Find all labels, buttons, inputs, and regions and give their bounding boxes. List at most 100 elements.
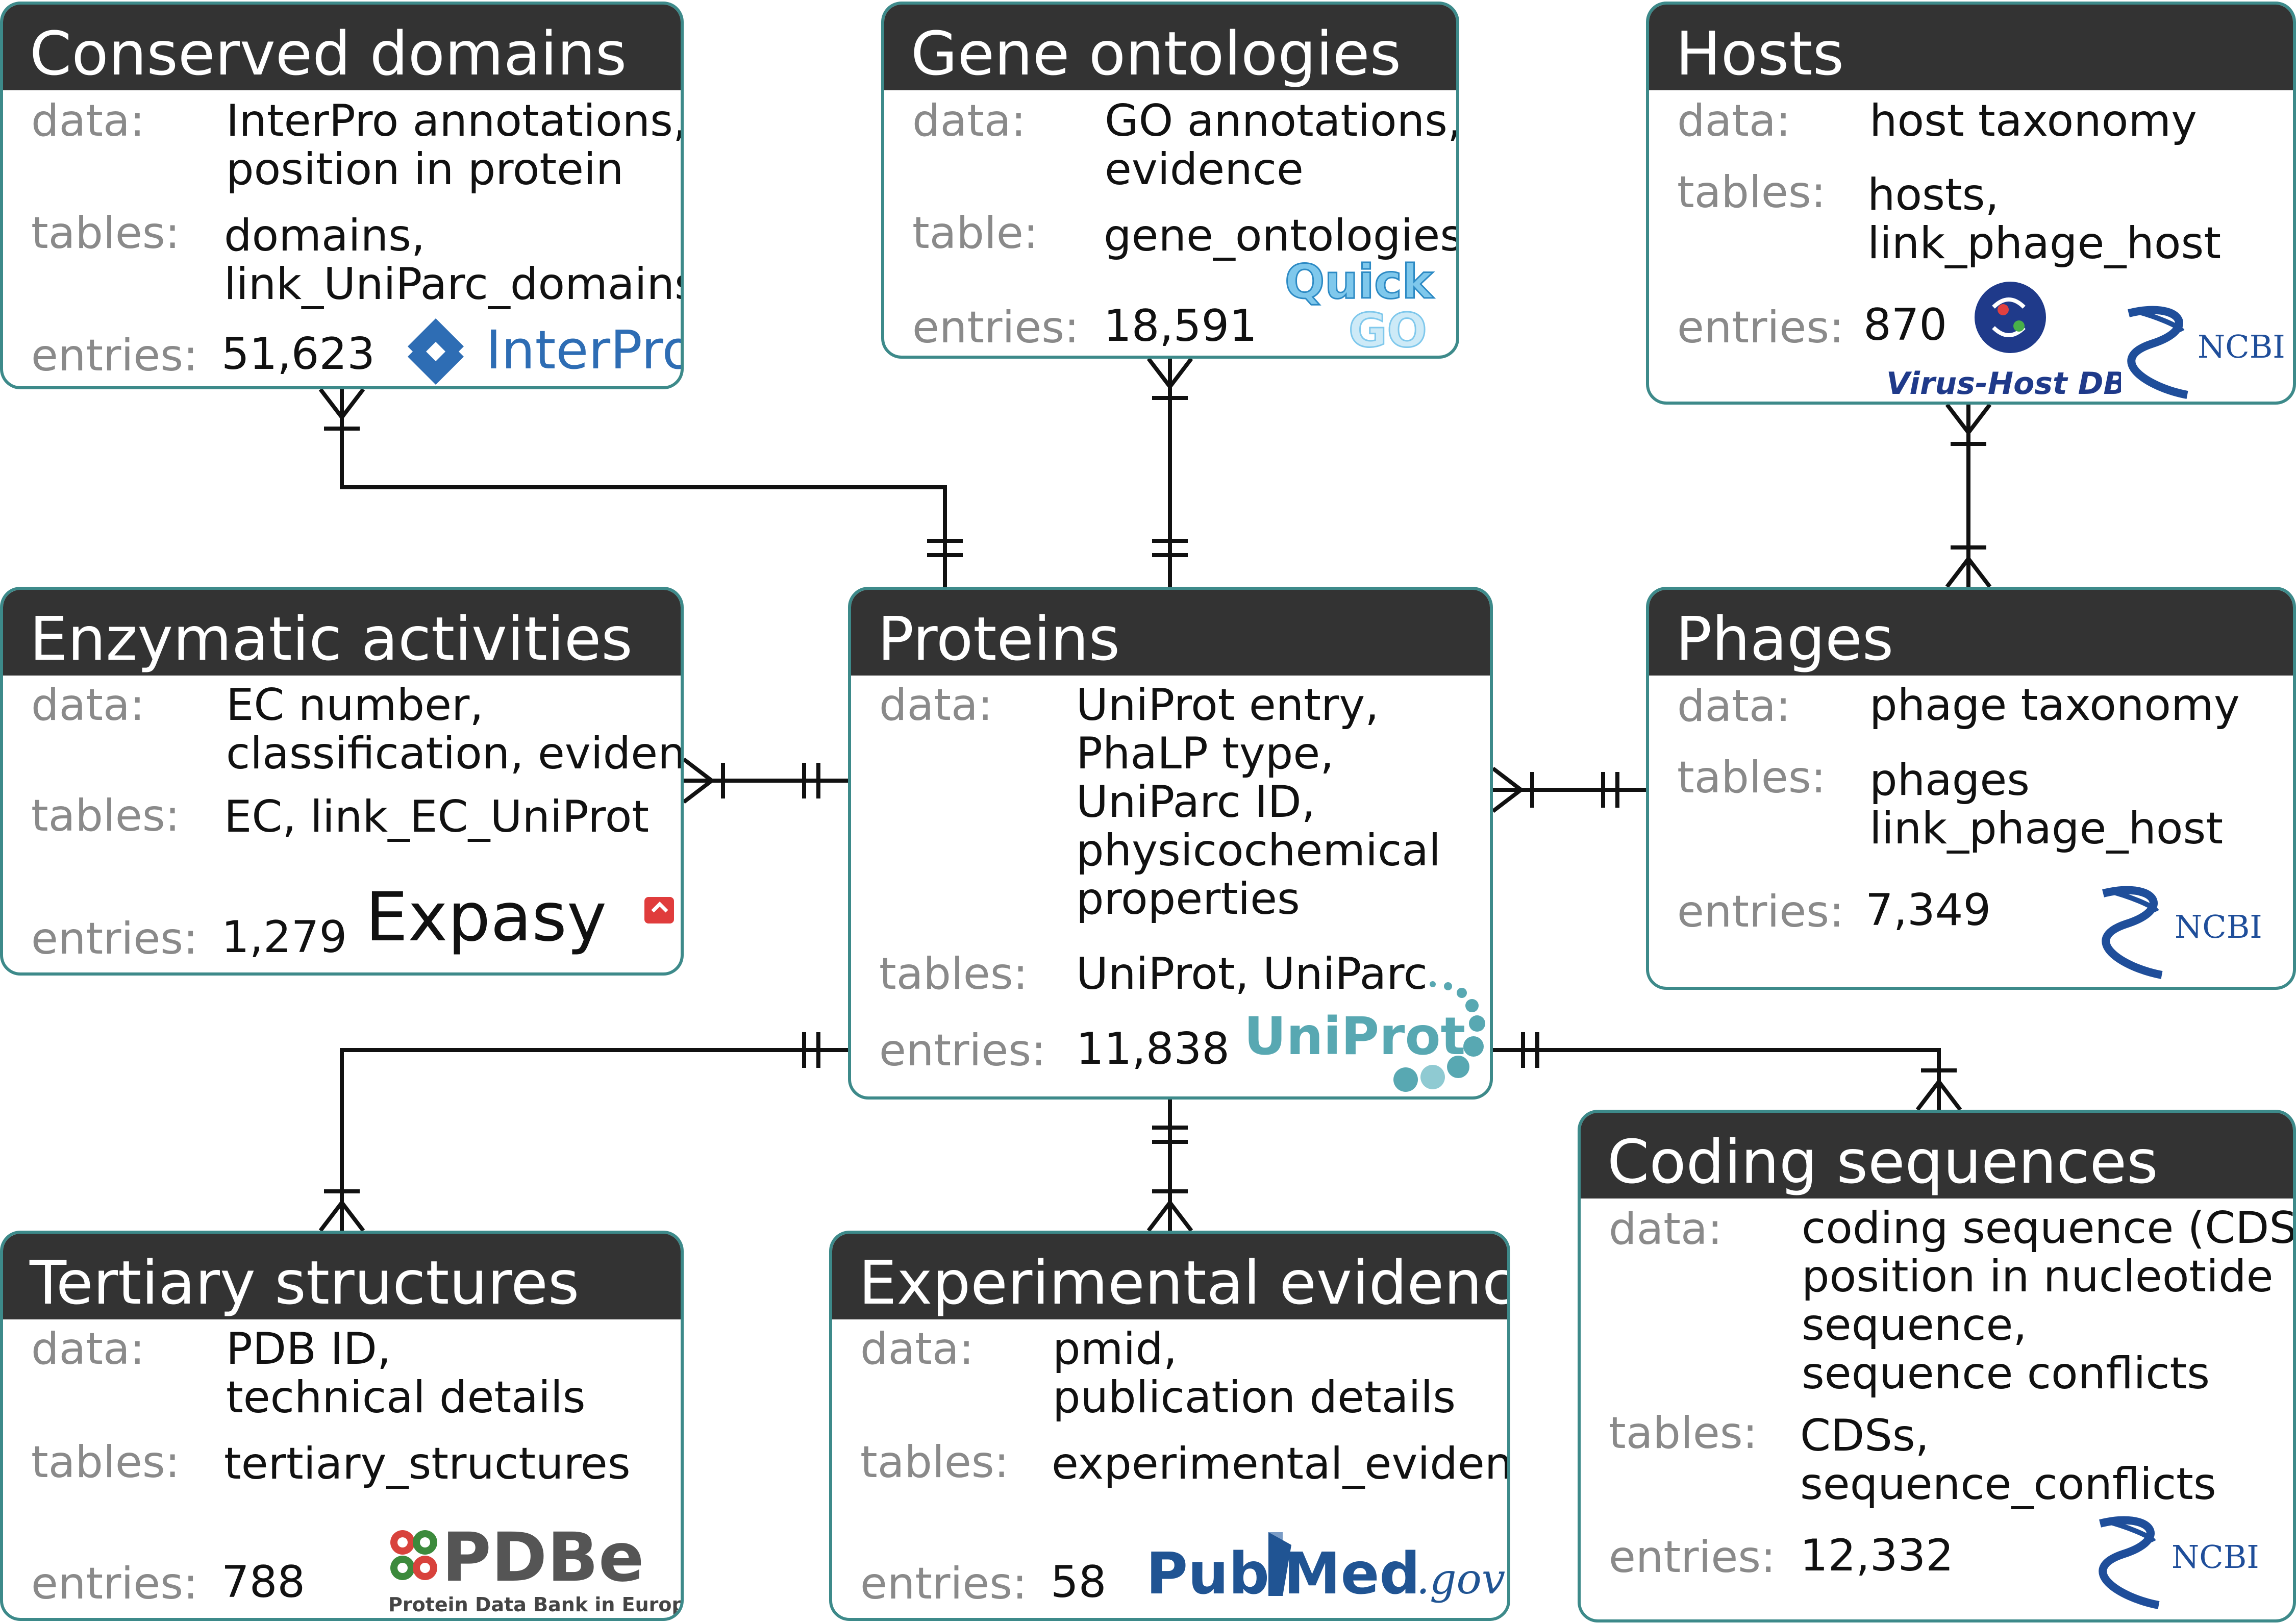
crow-foot-mark xyxy=(1491,788,1523,813)
entity-gene-ontologies: Gene ontologies data: GO annotations, ev… xyxy=(881,2,1459,359)
crow-foot-mark xyxy=(340,388,365,419)
tables-label: tables: xyxy=(31,790,180,841)
entries-label: entries: xyxy=(31,1558,198,1609)
interpro-logo: InterPro xyxy=(400,313,681,386)
entries-label: entries: xyxy=(1677,302,1844,353)
data-value: position in nucleotide xyxy=(1802,1251,2274,1302)
crow-foot-mark xyxy=(340,1201,365,1232)
data-label: data: xyxy=(860,1324,974,1375)
entity-title: Tertiary structures xyxy=(30,1247,580,1318)
entries-value: 870 xyxy=(1863,299,1948,351)
data-label: data: xyxy=(31,680,145,731)
data-label: data: xyxy=(1677,681,1791,732)
crow-foot-mark xyxy=(318,388,344,419)
tables-label: tables: xyxy=(1677,752,1826,803)
entries-value: 12,332 xyxy=(1800,1530,1954,1581)
entries-label: entries: xyxy=(879,1025,1046,1076)
entries-label: entries: xyxy=(1677,886,1844,937)
entity-header xyxy=(1649,5,2293,90)
data-label: data: xyxy=(31,1324,145,1375)
data-value: phage taxonomy xyxy=(1869,680,2240,731)
ncbi-icon: NCBI xyxy=(2102,886,2262,979)
quickgo-logo: Quick GO xyxy=(1282,252,1456,356)
crow-foot-mark xyxy=(1966,557,1992,588)
data-value: properties xyxy=(1076,873,1300,925)
data-value: position in protein xyxy=(226,144,624,195)
ncbi-icon: NCBI xyxy=(2099,1516,2259,1609)
entries-label: entries: xyxy=(31,330,198,381)
data-value: coding sequence (CDS), xyxy=(1802,1203,2296,1254)
entity-title: Coding sequences xyxy=(1607,1127,2158,1197)
entries-value: 51,623 xyxy=(221,329,375,380)
data-label: data: xyxy=(1609,1204,1723,1255)
tables-value: hosts, xyxy=(1867,169,1999,220)
ncbi-logo: NCBI xyxy=(2118,301,2293,402)
interpro-icon: InterPro xyxy=(408,318,681,385)
entity-header xyxy=(884,5,1456,90)
tables-value: sequence_conflicts xyxy=(1800,1459,2216,1510)
crow-foot-mark xyxy=(1146,357,1172,388)
entries-label: entries: xyxy=(1609,1532,1776,1583)
crow-foot-mark xyxy=(1937,1080,1962,1111)
data-value: EC number, xyxy=(226,680,484,731)
svg-text:Protein Data Bank in Europe: Protein Data Bank in Europe xyxy=(388,1593,682,1616)
expasy-logo: Expasy xyxy=(363,878,679,963)
data-value: technical details xyxy=(226,1372,586,1423)
virus-host-db-logo: Virus-Host DB xyxy=(1884,279,2127,402)
pubmed-icon: Pub Med .gov xyxy=(1146,1532,1505,1607)
entity-title: Gene ontologies xyxy=(911,18,1402,89)
tables-value: domains, xyxy=(224,210,426,261)
data-label: data: xyxy=(1677,95,1791,146)
pubmed-logo: Pub Med .gov xyxy=(1143,1522,1507,1618)
svg-text:Pub: Pub xyxy=(1146,1541,1269,1607)
crow-foot-mark xyxy=(1915,1080,1941,1111)
svg-text:UniProt: UniProt xyxy=(1244,1006,1465,1067)
crow-foot-mark xyxy=(1945,557,1970,588)
svg-text:GO: GO xyxy=(1349,303,1427,354)
svg-text:InterPro: InterPro xyxy=(486,319,681,381)
data-value: publication details xyxy=(1053,1372,1456,1423)
entity-coding-sequences: Coding sequences data: coding sequence (… xyxy=(1578,1110,2296,1622)
data-value: sequence conflicts xyxy=(1802,1348,2210,1399)
tables-label: tables: xyxy=(1677,167,1826,218)
data-value: evidence xyxy=(1105,144,1304,195)
svg-text:NCBI: NCBI xyxy=(2172,1538,2259,1576)
uniprot-icon: UniProt xyxy=(1244,981,1485,1092)
data-label: data: xyxy=(31,95,145,146)
tables-value: gene_ontologies xyxy=(1104,210,1459,261)
tables-value: link_phage_host xyxy=(1869,803,2224,854)
entity-title: Experimental evidence xyxy=(859,1247,1510,1318)
data-value: PDB ID, xyxy=(226,1324,391,1375)
uniprot-logo: UniProt xyxy=(1241,975,1490,1096)
entity-header xyxy=(851,590,1490,676)
entity-header xyxy=(1649,590,2293,676)
entity-tertiary-structures: Tertiary structures data: PDB ID, techni… xyxy=(0,1231,684,1621)
crow-foot-mark xyxy=(1491,766,1523,792)
entity-title: Proteins xyxy=(878,604,1120,674)
entries-value: 11,838 xyxy=(1076,1023,1230,1075)
entries-label: entries: xyxy=(912,302,1080,353)
tables-label: tables: xyxy=(860,1437,1009,1488)
expasy-icon: Expasy xyxy=(365,878,674,957)
svg-text:NCBI: NCBI xyxy=(2175,908,2262,945)
entity-header xyxy=(832,1234,1507,1319)
crow-foot-mark xyxy=(1146,1201,1172,1232)
crow-foot-mark xyxy=(1945,403,1970,434)
svg-text:Med: Med xyxy=(1284,1541,1420,1607)
link-proteins-conserved-domains xyxy=(340,389,947,587)
ncbi-icon: NCBI xyxy=(2127,306,2285,399)
tables-value: tertiary_structures xyxy=(224,1438,631,1489)
data-value: UniParc ID, xyxy=(1076,777,1316,828)
crow-foot-mark xyxy=(318,1201,344,1232)
quickgo-icon: Quick GO xyxy=(1284,254,1435,356)
svg-text:Expasy: Expasy xyxy=(365,882,607,957)
svg-text:PDBe: PDBe xyxy=(442,1518,644,1597)
crow-foot-mark xyxy=(682,779,713,804)
tables-value: experimental_evidence xyxy=(1052,1438,1510,1489)
entity-title: Phages xyxy=(1676,604,1894,674)
entity-header xyxy=(3,590,681,676)
pdbe-icon: PDBe Protein Data Bank in Europe xyxy=(388,1518,682,1616)
svg-text:NCBI: NCBI xyxy=(2198,328,2285,365)
